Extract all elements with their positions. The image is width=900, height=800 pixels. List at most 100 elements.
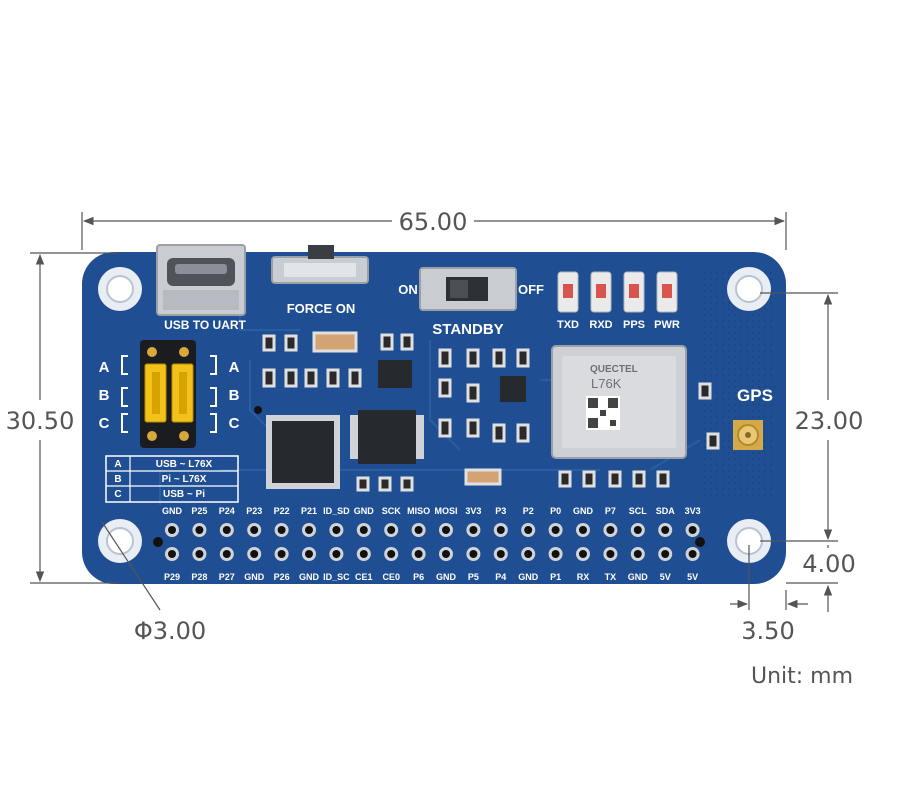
header-pin — [630, 547, 645, 561]
header-pin — [329, 547, 344, 561]
pin-label-bottom: P4 — [495, 572, 506, 582]
header-pin — [192, 547, 207, 561]
jumper-row-b-right: B — [229, 387, 240, 404]
pin-label-bottom: ID_SC — [323, 572, 350, 582]
jumper-row-a-right: A — [229, 359, 240, 376]
header-pin — [219, 523, 234, 537]
module-brand: QUECTEL — [590, 364, 638, 375]
pin-label-top: MISO — [407, 506, 430, 516]
pin1-marker — [153, 537, 163, 547]
gps-module — [551, 345, 687, 459]
pin-label-bottom: P6 — [413, 572, 424, 582]
mounting-hole-bl — [98, 519, 142, 563]
pin-label-top: P0 — [550, 506, 561, 516]
header-pin — [247, 523, 262, 537]
pin-label-bottom: GND — [518, 572, 539, 582]
header-pin — [630, 523, 645, 537]
header-pin — [356, 547, 371, 561]
dim-height: 30.50 — [6, 407, 75, 435]
header-pin — [576, 547, 590, 561]
pin-label-bottom: CE0 — [382, 572, 400, 582]
header-pin — [493, 523, 508, 537]
pin-label-top: P22 — [274, 506, 290, 516]
header-pin — [274, 523, 289, 537]
pcb-substrate — [82, 252, 786, 584]
pin-label-bottom: P5 — [468, 572, 479, 582]
led-label-rxd: RXD — [589, 319, 612, 331]
usb-connector — [156, 244, 246, 316]
pin-label-bottom: P27 — [219, 572, 235, 582]
pin-label-top: P7 — [605, 506, 616, 516]
pin-label-top: SCL — [629, 506, 648, 516]
pin-label-top: GND — [162, 506, 183, 516]
header-pin — [439, 547, 453, 561]
pin-label-bottom: RX — [577, 572, 590, 582]
pin-label-bottom: 5V — [687, 572, 698, 582]
header-pin — [302, 547, 316, 561]
antenna-connector — [733, 420, 763, 450]
mode-table-value-b: Pi ~ L76X — [162, 474, 207, 485]
jumper-block — [140, 340, 196, 448]
pin-label-top: SCK — [382, 506, 402, 516]
via-dot — [254, 406, 262, 414]
switch-off-label: OFF — [518, 282, 544, 297]
pin-label-bottom: P29 — [164, 572, 180, 582]
mounting-hole-tl — [98, 267, 142, 311]
pin-label-top: GND — [354, 506, 375, 516]
qr-code-icon — [586, 396, 620, 430]
header-pin — [685, 547, 700, 561]
qfn-chip — [266, 415, 340, 489]
header-pin — [274, 547, 289, 561]
via-field — [700, 270, 776, 500]
pin-label-bottom: P28 — [191, 572, 207, 582]
unit-label: Unit: mm — [751, 664, 853, 689]
pin-label-top: GND — [573, 506, 594, 516]
gpio-header — [153, 523, 705, 561]
pin-label-bottom: GND — [628, 572, 649, 582]
pcb-board: USB TO UART FORCE ON ON OFF STANDBY TXD … — [82, 244, 786, 584]
header-pin — [411, 547, 426, 561]
switch-on-label: ON — [398, 282, 418, 297]
header-pin — [247, 547, 262, 561]
header-pin — [658, 523, 673, 537]
mounting-hole-tr — [727, 267, 771, 311]
header-pin — [521, 547, 536, 561]
pin-label-bottom: CE1 — [355, 572, 373, 582]
mode-table-value-a: USB ~ L76X — [156, 459, 213, 470]
dim-hole-diameter: Φ3.00 — [134, 617, 206, 645]
header-pin — [466, 523, 481, 537]
dim-hole-span: 23.00 — [795, 407, 864, 435]
header-pin — [219, 547, 234, 561]
pin-label-top: MOSI — [434, 506, 457, 516]
pin-label-top: P24 — [219, 506, 235, 516]
jumper-row-c-left: C — [99, 415, 110, 432]
force-on-button — [271, 245, 369, 284]
header-pin — [466, 547, 481, 561]
pin-label-bottom: P1 — [550, 572, 561, 582]
header-pin — [576, 523, 590, 537]
header-pin — [521, 523, 536, 537]
gps-label: GPS — [737, 386, 773, 405]
mode-table-value-c: USB ~ Pi — [163, 489, 205, 500]
standby-switch — [419, 267, 517, 311]
header-pin — [384, 547, 399, 561]
jumper-row-a-left: A — [99, 359, 110, 376]
header-pin — [548, 547, 563, 561]
pin-label-top: 3V3 — [465, 506, 481, 516]
pin-label-top: ID_SD — [323, 506, 350, 516]
standby-label: STANDBY — [432, 321, 503, 338]
jumper-row-c-right: C — [229, 415, 240, 432]
mode-table-key-b: B — [114, 474, 121, 485]
pin-label-bottom: GND — [244, 572, 265, 582]
passive-components — [262, 331, 720, 492]
pin-label-top: P3 — [495, 506, 506, 516]
soic-chip — [350, 410, 424, 464]
pin-label-bottom: P26 — [274, 572, 290, 582]
header-pin — [439, 523, 453, 537]
dimension-lines — [30, 212, 838, 612]
pin-label-top: P21 — [301, 506, 317, 516]
header-pin — [356, 523, 371, 537]
module-model: L76K — [591, 376, 622, 391]
mounting-hole-br — [727, 519, 771, 563]
